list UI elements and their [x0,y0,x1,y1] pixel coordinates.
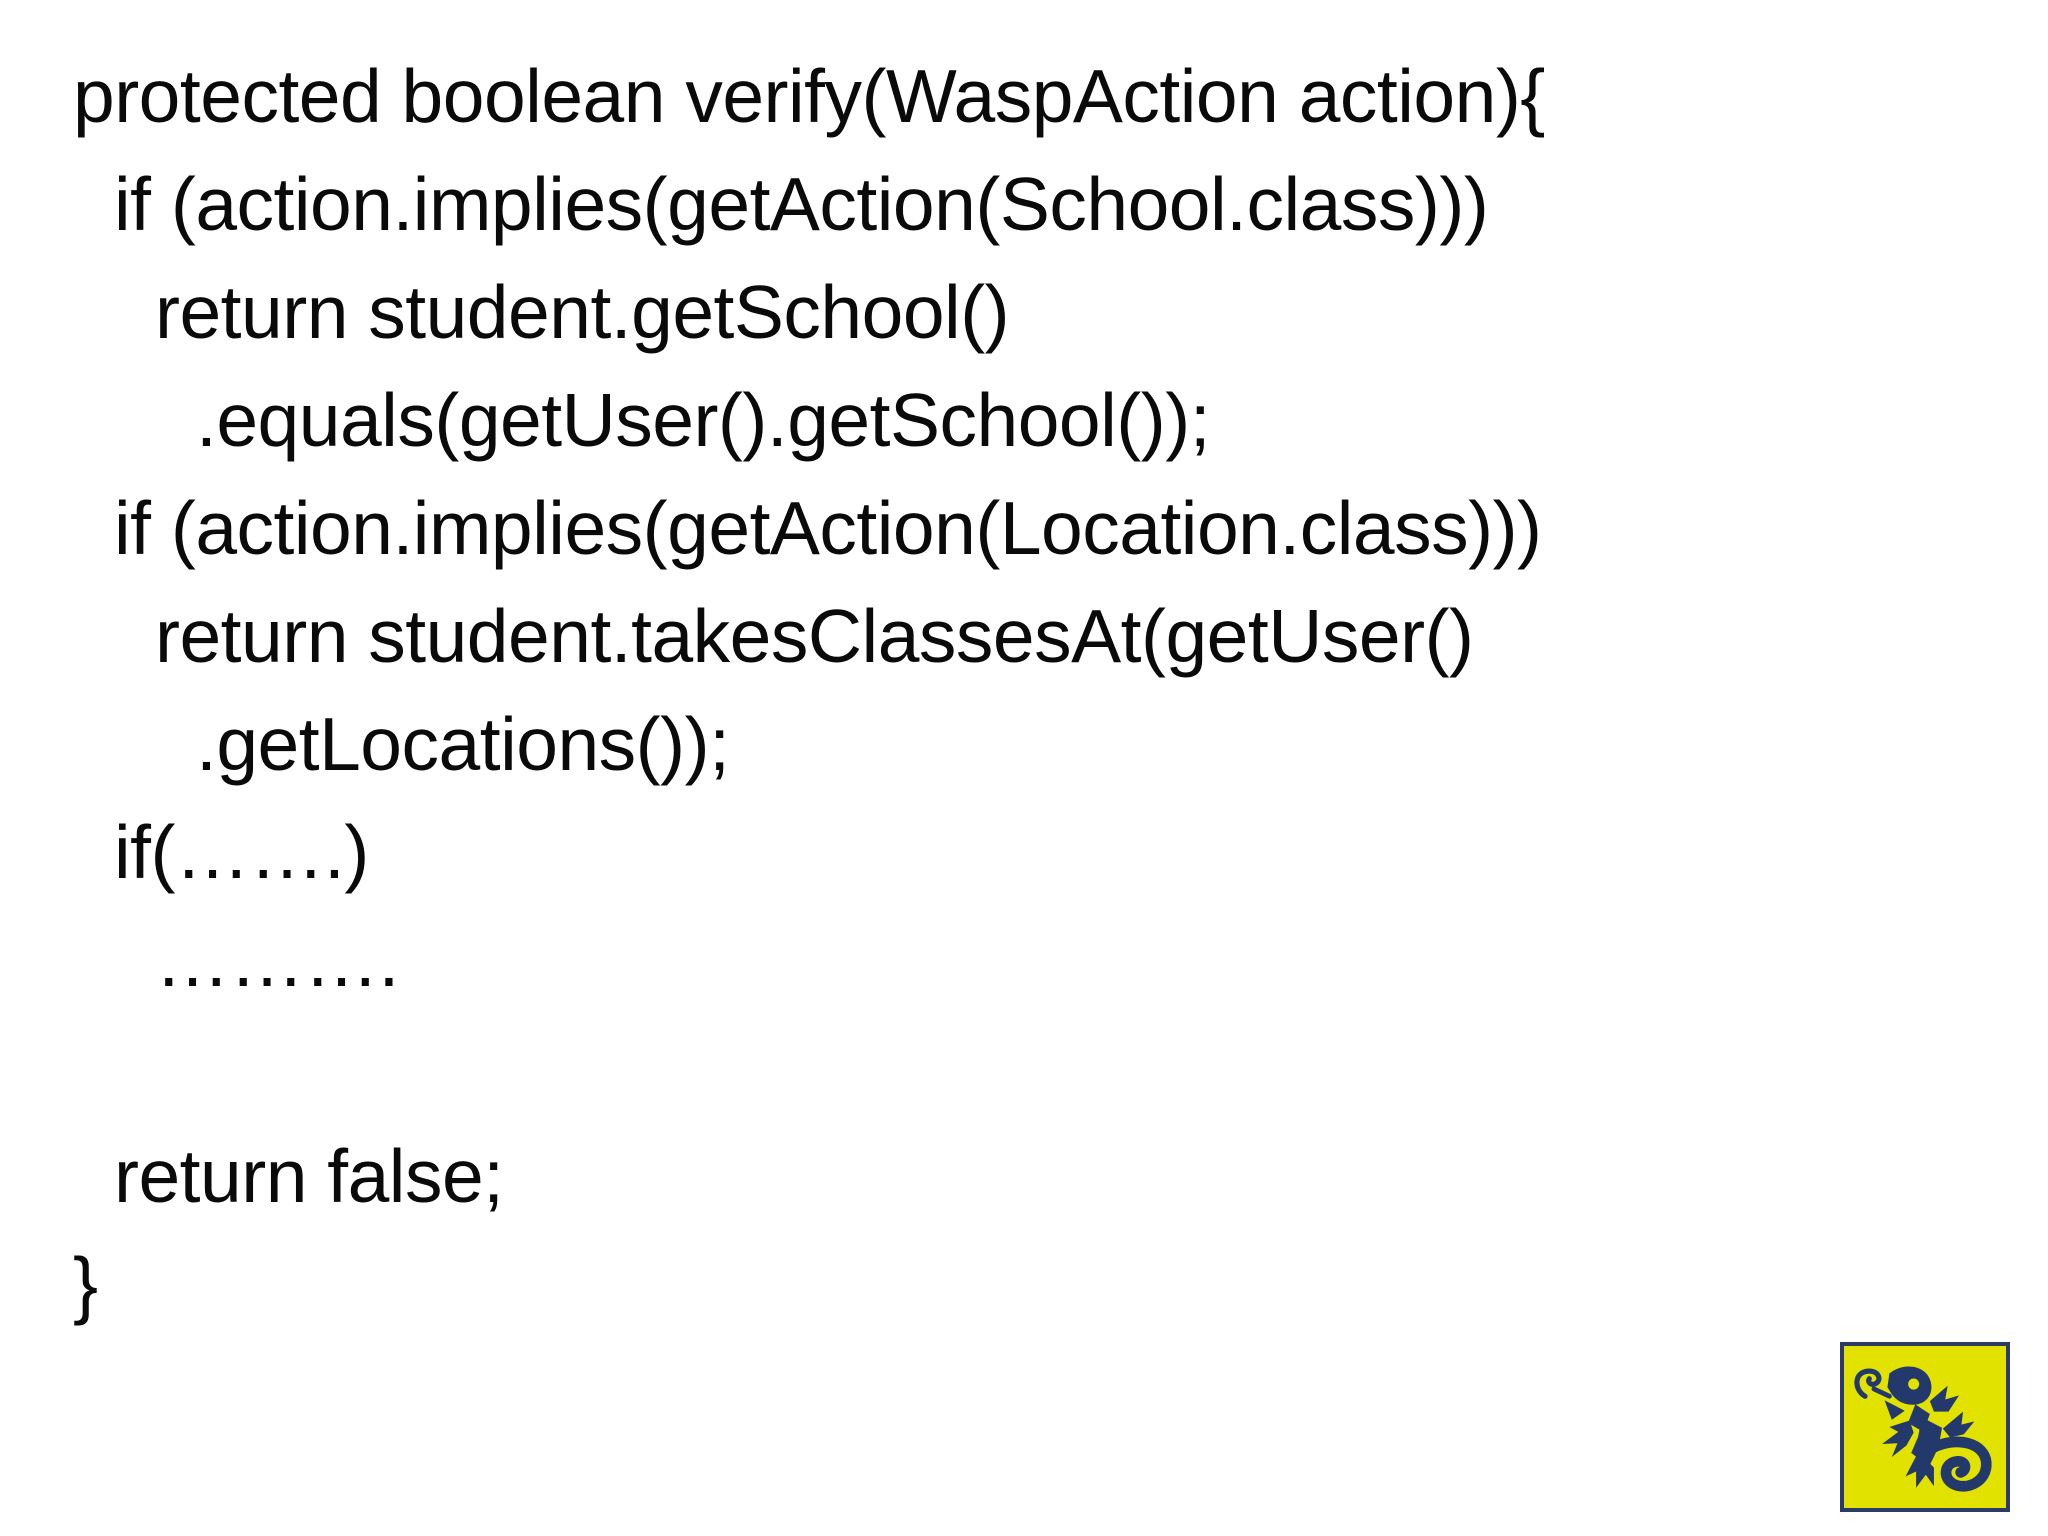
code-line: if(…….) [114,810,369,894]
code-line: return false; [114,1134,504,1218]
gecko-logo [1840,1342,2010,1512]
gecko-icon [1844,1346,2006,1508]
code-line [73,1014,2038,1122]
code-line: if (action.implies(getAction(School.clas… [114,162,1489,246]
code-line: ………. [155,918,399,1002]
code-block: protected boolean verify(WaspAction acti… [73,42,2038,1338]
code-line: .equals(getUser().getSchool()); [196,378,1211,462]
code-line: protected boolean verify(WaspAction acti… [73,54,1545,138]
code-line: .getLocations()); [196,702,730,786]
gecko-shape [1854,1366,1992,1492]
code-line: return student.getSchool() [155,270,1010,354]
code-line: return student.takesClassesAt(getUser() [155,594,1474,678]
code-line: if (action.implies(getAction(Location.cl… [114,486,1542,570]
code-line: } [73,1242,98,1326]
